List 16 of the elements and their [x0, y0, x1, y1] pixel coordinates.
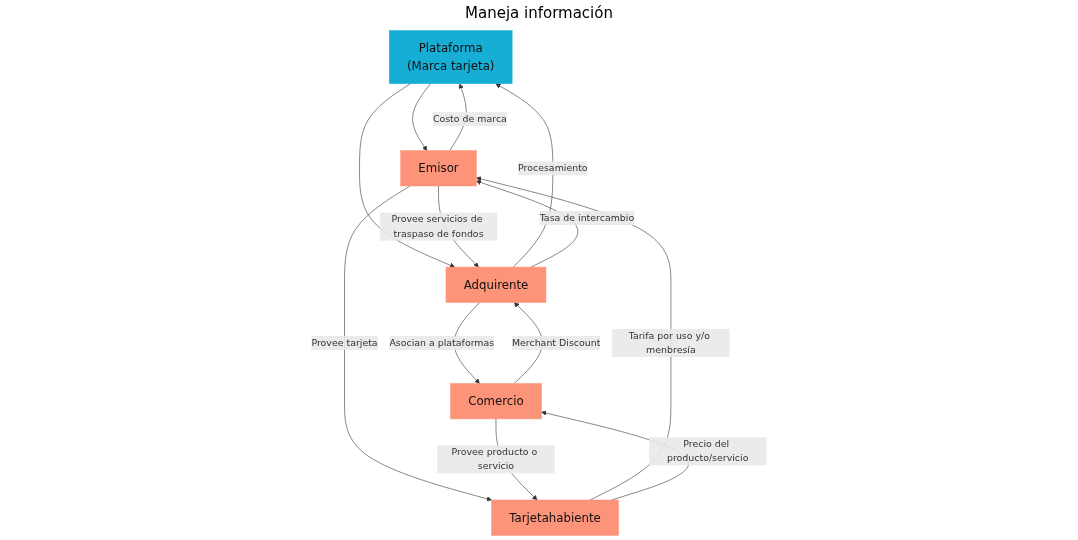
node-box: Tarjetahabiente [491, 499, 619, 536]
edge-label: Asocian a plataformas [389, 337, 495, 349]
edge-label: Tarifa por uso y/o menbresía [628, 330, 711, 356]
edge-label: Precio del producto/servicio [667, 438, 749, 464]
edge-label: Provee producto o servicio [451, 446, 538, 472]
edge-label: Merchant Discount [511, 337, 601, 349]
node-box: Emisor [400, 150, 477, 187]
node-box: Plataforma (Marca tarjeta) [389, 30, 513, 84]
edge-label: Costo de marca [432, 113, 507, 125]
node-box: Adquirente [445, 266, 547, 303]
edge-label: Provee servicios de traspaso de fondos [391, 213, 484, 239]
node-box: Comercio [450, 383, 542, 420]
edge-label: Tasa de intercambio [539, 212, 635, 224]
note-text: Maneja información [465, 4, 613, 22]
edge-label: Procesamiento [518, 162, 588, 174]
edge-label: Provee tarjeta [311, 337, 378, 349]
